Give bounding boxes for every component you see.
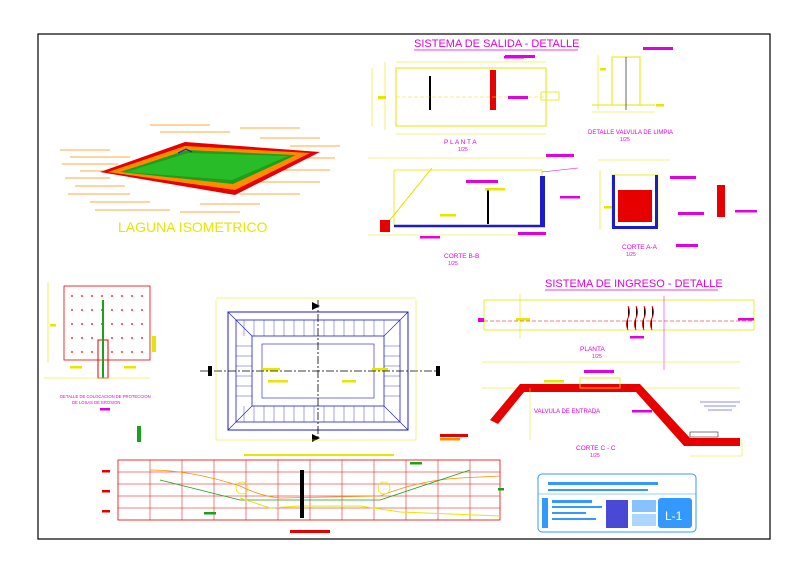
valvula-entrada-label: VALVULA DE ENTRADA (534, 409, 600, 415)
corte-aa-scale: 1/25 (626, 252, 636, 258)
longitudinal-profile-drawing (102, 426, 504, 533)
ingreso-title: SISTEMA DE INGRESO - DETALLE (545, 278, 723, 290)
corte-bb-drawing (368, 154, 580, 239)
title-block (537, 473, 697, 533)
ingreso-plan-label: PLANTA (580, 346, 605, 353)
salida-plan-label: P L A N T A (444, 139, 477, 146)
ingreso-plan-scale: 1/25 (592, 354, 602, 360)
laguna-isometric-view (60, 124, 340, 213)
valvula-limpia-label: DETALLE VALVULA DE LIMPIA (588, 130, 673, 136)
corte-aa-drawing (598, 159, 757, 247)
corte-cc-drawing (482, 361, 743, 457)
proteccion-label-1: DETALLE DE COLOCACION DE PROTECCION (60, 394, 151, 399)
corte-cc-scale: 1/25 (590, 453, 600, 459)
corte-bb-label: CORTE B-B (444, 253, 479, 260)
corte-aa-label: CORTE A-A (622, 244, 658, 251)
proteccion-label-2: DE LOSAS DE EROSION (72, 400, 120, 405)
laguna-title: LAGUNA ISOMETRICO (118, 219, 267, 235)
proteccion-detail-drawing (44, 282, 156, 411)
sheet-frame (37, 33, 771, 540)
corte-cc-label: CORTE C - C (576, 445, 616, 452)
corte-bb-scale: 1/25 (448, 261, 458, 267)
salida-plan-drawing (371, 56, 560, 135)
valvula-limpia-scale: 1/25 (620, 137, 630, 143)
salida-plan-scale: 1/25 (458, 147, 468, 153)
laguna-plan-drawing (200, 297, 468, 442)
sheet-code: L-1 (665, 509, 683, 523)
ingreso-plan-drawing (478, 294, 755, 370)
valvula-limpia-drawing (592, 47, 673, 113)
salida-title: SISTEMA DE SALIDA - DETALLE (414, 38, 579, 50)
